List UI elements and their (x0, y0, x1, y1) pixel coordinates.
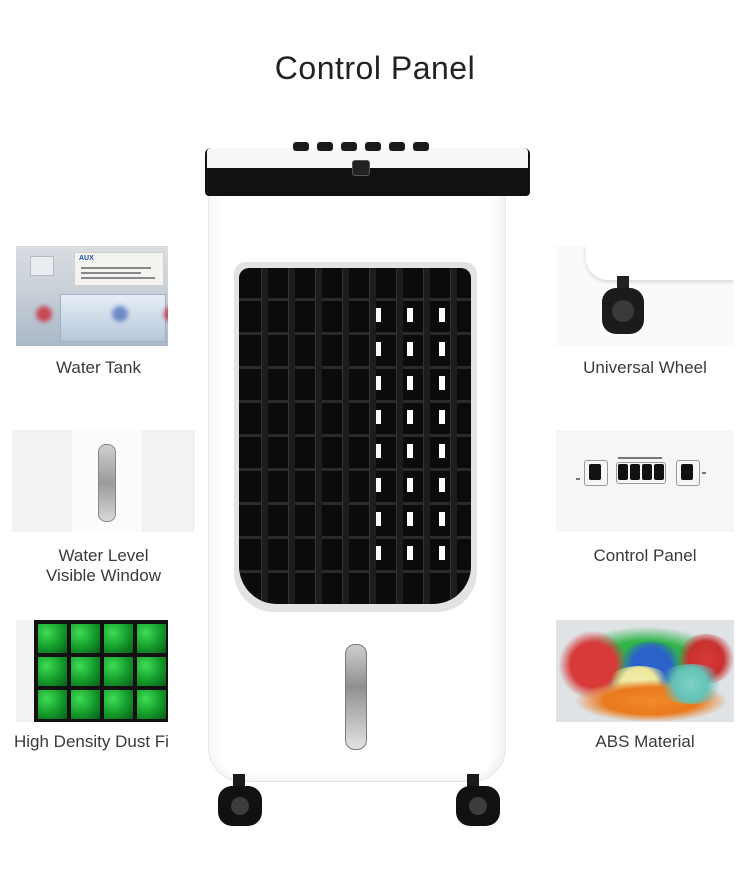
grille-hole (407, 478, 413, 492)
filter-cell (71, 624, 100, 653)
filter-cell (137, 690, 166, 719)
water-level-window-image (12, 430, 195, 532)
grille-hole (439, 444, 445, 458)
filter-cell (104, 624, 133, 653)
grille-slat (239, 366, 471, 369)
control-knob-icon (389, 142, 405, 151)
grille-hole (375, 376, 381, 390)
grille-hole (407, 444, 413, 458)
swing-button-icon (681, 464, 693, 480)
grille-louver (315, 268, 322, 604)
universal-wheel-caption: Universal Wheel (583, 358, 707, 377)
abs-material-image (556, 620, 734, 722)
water-level-window (345, 644, 367, 750)
grille-hole (407, 376, 413, 390)
filter-cell (104, 657, 133, 686)
filter-cell (137, 624, 166, 653)
control-knob-icon (365, 142, 381, 151)
grille-slat (239, 536, 471, 539)
grille-hole (407, 512, 413, 526)
grille-slat (239, 332, 471, 335)
air-outlet-grille (239, 268, 471, 604)
grille-hole (439, 478, 445, 492)
filter-cell (71, 657, 100, 686)
water-level-caption-line1: Water Level (58, 546, 149, 565)
control-panel-caption: Control Panel (593, 546, 697, 565)
grille-slat (239, 400, 471, 403)
grille-louver (261, 268, 268, 604)
dust-filter-caption: High Density Dust Filter (14, 732, 169, 751)
water-tank-caption: Water Tank (55, 358, 142, 377)
top-handle (352, 160, 370, 176)
grille-hole (439, 546, 445, 560)
grille-louver (288, 268, 295, 604)
grille-louver (369, 268, 376, 604)
air-cooler-top-panel (205, 142, 530, 196)
grille-hole (375, 444, 381, 458)
grille-hole (407, 342, 413, 356)
control-knob-icon (413, 142, 429, 151)
control-panel-image (556, 430, 734, 532)
control-knob-icon (317, 142, 333, 151)
dust-filter-image (16, 620, 168, 722)
filter-cell (137, 657, 166, 686)
filter-cell (38, 690, 67, 719)
water-level-caption-line2: Visible Window (46, 566, 161, 585)
control-knob-icon (293, 142, 309, 151)
grille-louver (396, 268, 403, 604)
grille-hole (375, 546, 381, 560)
grille-louver (450, 268, 457, 604)
filter-cell (38, 657, 67, 686)
grille-hole (439, 376, 445, 390)
grille-hole (439, 410, 445, 424)
grille-louver (423, 268, 430, 604)
grille-slat (239, 570, 471, 573)
page-title: Control Panel (274, 50, 476, 86)
grille-hole (407, 308, 413, 322)
grille-hole (407, 410, 413, 424)
tank-label-sticker: AUX (74, 252, 164, 286)
grille-hole (375, 512, 381, 526)
grille-slat (239, 298, 471, 301)
grille-hole (439, 342, 445, 356)
universal-wheel-image (556, 246, 734, 346)
power-button-icon (589, 464, 601, 480)
grille-slat (239, 468, 471, 471)
filter-cell (38, 624, 67, 653)
control-knob-icon (341, 142, 357, 151)
grille-hole (375, 410, 381, 424)
grille-slat (239, 434, 471, 437)
grille-hole (375, 308, 381, 322)
tank-brand-label: AUX (79, 255, 94, 262)
grille-hole (375, 478, 381, 492)
grille-hole (407, 546, 413, 560)
abs-material-caption: ABS Material (595, 732, 695, 751)
filter-cell (71, 690, 100, 719)
filter-cell (104, 690, 133, 719)
grille-hole (439, 308, 445, 322)
grille-slat (239, 502, 471, 505)
grille-louver (342, 268, 349, 604)
water-tank-image: AUX (16, 246, 168, 346)
grille-hole (375, 342, 381, 356)
grille-hole (439, 512, 445, 526)
